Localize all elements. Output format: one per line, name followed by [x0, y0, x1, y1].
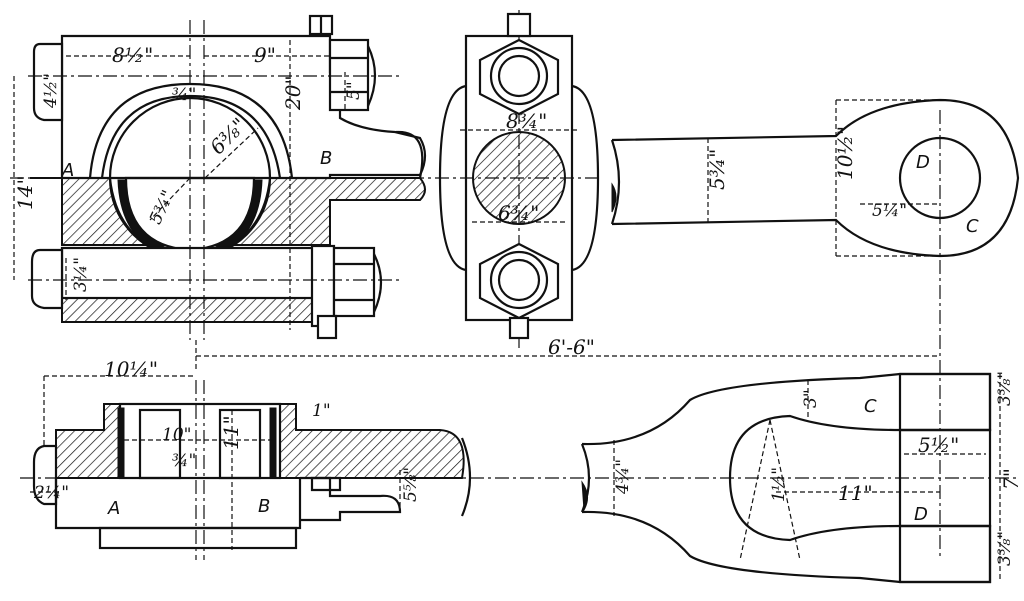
dim-6-6: 6'-6"	[548, 335, 595, 359]
label-a-top: A	[61, 160, 74, 181]
dim-2-1-4: 2¼"	[33, 483, 69, 503]
dim-3-4-low: ¾"	[172, 451, 196, 471]
dim-1: 1"	[312, 401, 331, 421]
label-c-bottom: C	[864, 396, 877, 417]
dim-5-3-4-b: 5¾"	[705, 149, 729, 190]
dim-10: 10"	[162, 425, 191, 445]
dim-3-1-4: 3¼"	[71, 257, 91, 292]
strap-end-plan-section: 10¼" 10" 1" 11" ¾" 2¼" 5⅝" A B	[20, 357, 1020, 560]
strap-end-side-section: 8½" 9" 4½" 5" ¾" 20" 6⅜" 5¾" 14" 3¼" A B	[10, 14, 600, 340]
dim-3-4-top: ¾"	[172, 85, 196, 105]
dim-4-3-4: 4¾"	[613, 459, 633, 495]
dim-5-5-8: 5⅝"	[401, 467, 421, 502]
dim-5: 5"	[344, 81, 364, 100]
dim-3-3-8-a: 3⅜"	[995, 371, 1015, 406]
dim-3-3-8-b: 3⅜"	[995, 531, 1015, 566]
dim-3: 3"	[801, 389, 821, 408]
dim-10-half: 10½"	[833, 126, 857, 180]
label-d-top: D	[916, 152, 930, 173]
dim-8-half: 8½"	[112, 43, 153, 67]
rod-eye-end: 5¾" 10½" 5¼" D C	[610, 98, 1020, 560]
dim-11-a: 11"	[219, 415, 243, 450]
dim-8-3-4: 8¾"	[506, 109, 547, 133]
dim-14: 14"	[13, 175, 37, 210]
strap-end-view: 8¾" 6¾"	[438, 10, 600, 348]
dim-5-1-4: 5¼"	[872, 201, 907, 221]
dim-6-3-4: 6¾"	[498, 201, 539, 225]
dim-1-half: 1½"	[769, 467, 789, 502]
overall-length-dimension: 6'-6"	[195, 335, 940, 370]
dim-11-b: 11"	[838, 481, 873, 505]
dim-20: 20"	[281, 75, 305, 111]
dim-5-half: 5½"	[918, 433, 959, 457]
dim-4-half: 4½"	[41, 73, 61, 109]
dim-9: 9"	[254, 43, 276, 67]
fork-end: 3" 3⅜" 5½" 7" 4¾" 1½" 11" 3⅜" C D	[580, 371, 1023, 584]
label-c-top: C	[966, 216, 979, 237]
dim-10-1-4: 10¼"	[104, 357, 158, 381]
label-b-top: B	[320, 148, 332, 169]
label-b-bottom: B	[258, 496, 270, 517]
label-d-bottom: D	[914, 504, 928, 525]
label-a-bottom: A	[107, 498, 120, 519]
dim-7: 7"	[999, 468, 1023, 490]
